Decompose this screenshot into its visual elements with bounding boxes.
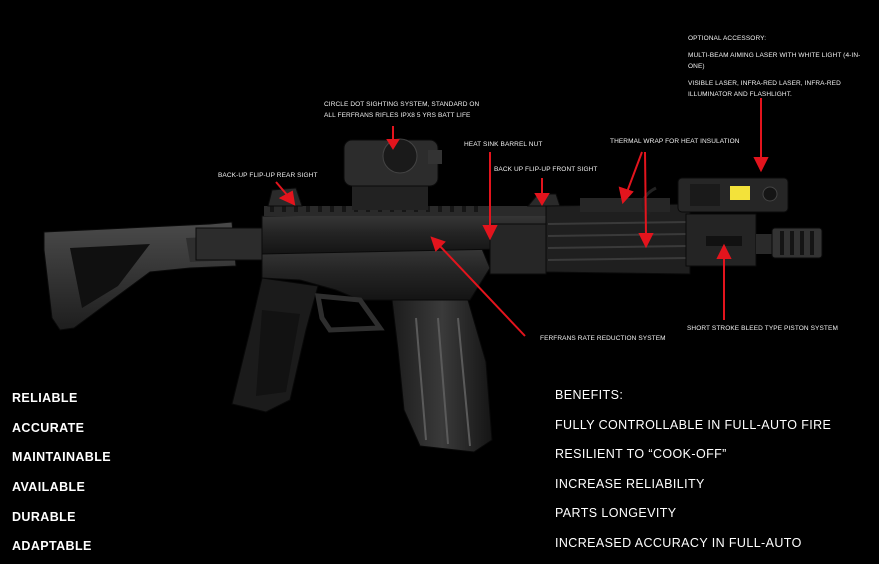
laser-accessory [641,177,789,216]
trait-item: ACCURATE [12,420,85,435]
heat-sink-label: HEAT SINK BARREL NUT [464,141,543,148]
sight-label-line1: CIRCLE DOT SIGHTING SYSTEM, STANDARD ON [324,101,480,108]
rifle-muzzle-brake [771,227,823,259]
benefit-item: RESILIENT TO “COOK-OFF” [555,447,727,462]
trait-item: RELIABLE [12,391,78,405]
optional-accessory-label: OPTIONAL ACCESSORY: [688,35,767,42]
aiming-laser-label: MULTI-BEAM AIMING LASER WITH WHITE LIGHT… [688,52,861,70]
accessory-callout: OPTIONAL ACCESSORY: MULTI-BEAM AIMING LA… [688,34,874,107]
trait-item: ADAPTABLE [12,539,92,554]
rifle-optic [343,138,442,210]
rifle-handguard [545,203,691,275]
piston-system-label: SHORT STROKE BLEED TYPE PISTON SYSTEM [687,325,838,332]
traits-list: RELIABLE ACCURATE MAINTAINABLE AVAILABLE… [12,389,111,564]
front-sight-label: BACK UP FLIP-UP FRONT SIGHT [494,166,598,173]
benefits-title: BENEFITS: [555,388,624,402]
sight-label-line2: ALL FERFRANS RIFLES IPX8 5 YRS BATT LIFE [324,112,471,119]
rate-reduction-label: FERFRANS RATE REDUCTION SYSTEM [540,335,666,342]
trait-item: AVAILABLE [12,480,86,495]
trait-item: MAINTAINABLE [12,450,112,465]
laser-details-label: VISIBLE LASER, INFRA-RED LASER, INFRA-RE… [688,80,841,98]
benefit-item: INCREASED ACCURACY IN FULL-AUTO [555,535,802,550]
benefit-item: INCREASE RELIABILITY [555,476,705,491]
benefit-item: PARTS LONGEVITY [555,506,677,521]
thermal-wrap-label: THERMAL WRAP FOR HEAT INSULATION [610,138,740,145]
benefits-list: BENEFITS: FULLY CONTROLLABLE IN FULL-AUT… [555,386,831,564]
benefit-item: FULLY CONTROLLABLE IN FULL-AUTO FIRE [555,417,832,432]
rear-sight-label: BACK-UP FLIP-UP REAR SIGHT [218,172,318,179]
trait-item: DURABLE [12,509,76,524]
callout-arrows [275,98,769,337]
